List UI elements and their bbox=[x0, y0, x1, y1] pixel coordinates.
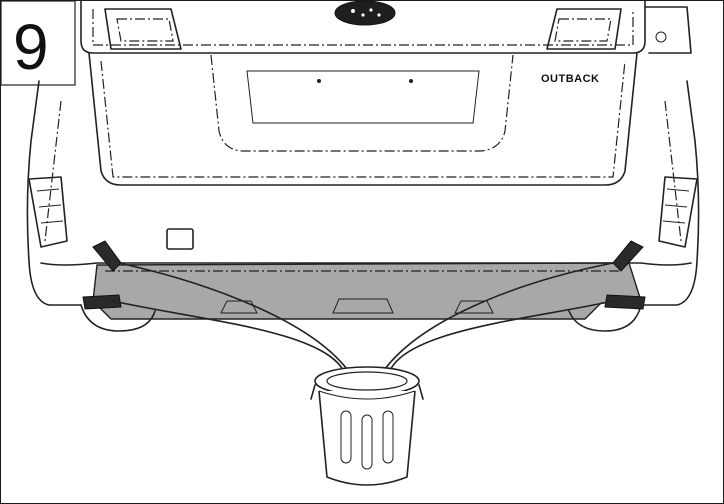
bumper-top-line bbox=[40, 262, 692, 266]
step-number-box bbox=[1, 1, 76, 86]
tow-hook-cover bbox=[166, 228, 194, 250]
clip-icon bbox=[82, 294, 122, 310]
trash-bin-icon bbox=[310, 366, 424, 486]
mudflap-right bbox=[568, 304, 642, 332]
tailgate bbox=[80, 1, 646, 186]
tail-light-right bbox=[546, 6, 692, 54]
clip-icon bbox=[612, 240, 644, 272]
removal-arrows bbox=[112, 262, 614, 383]
body-left-side bbox=[26, 80, 82, 306]
subaru-emblem-icon bbox=[334, 1, 396, 26]
mudflap-left bbox=[80, 304, 156, 332]
outback-badge: OUTBACK bbox=[541, 73, 600, 85]
reflector-left bbox=[28, 176, 68, 248]
reflector-right bbox=[658, 176, 698, 248]
tail-light-left bbox=[104, 8, 182, 50]
body-right-side bbox=[640, 80, 700, 306]
step-number: 9 bbox=[13, 11, 49, 83]
